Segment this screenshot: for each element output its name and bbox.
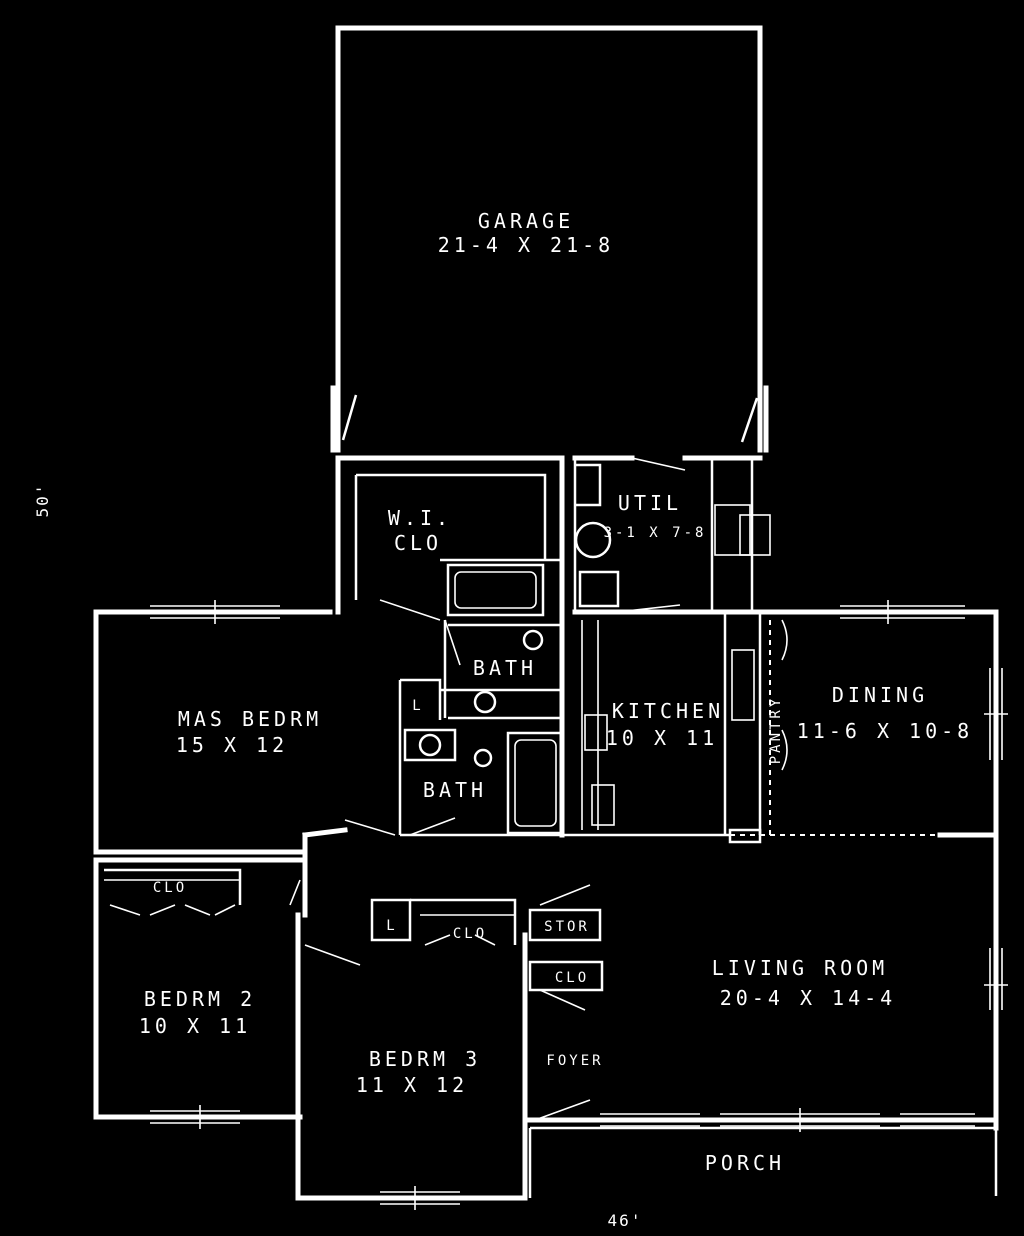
util-label: UTIL: [618, 491, 682, 515]
bath-2: [344, 678, 565, 837]
stor-label: STOR: [544, 919, 590, 935]
foyer-label: FOYER: [546, 1053, 603, 1069]
width-dimension: 46': [608, 1211, 643, 1230]
linen-mas-label: L: [412, 698, 423, 714]
garage: [330, 25, 769, 453]
kitchen-label: KITCHEN: [612, 699, 724, 723]
porch-label: PORCH: [705, 1151, 785, 1175]
bedrm-2-label: BEDRM 2: [144, 987, 256, 1011]
bath-1-label: BATH: [473, 656, 537, 680]
dining-label: DINING: [832, 683, 928, 707]
clo-bed2-label: CLO: [153, 880, 187, 896]
closets: [104, 868, 604, 1121]
garage-size: 21-4 X 21-8: [438, 233, 614, 257]
living-room-label: LIVING ROOM: [712, 956, 888, 980]
bedrm-2-size: 10 X 11: [139, 1014, 251, 1038]
garage-label: GARAGE: [478, 209, 574, 233]
clo-foyer-label: CLO: [555, 970, 589, 986]
utility: [572, 457, 688, 615]
wic-label: W.I.: [388, 506, 452, 530]
bedrm-3-size: 11 X 12: [356, 1073, 468, 1097]
util-size: 3-1 X 7-8: [604, 525, 707, 541]
mas-bedrm-size: 15 X 12: [176, 733, 288, 757]
clo-bed3-label: CLO: [453, 926, 487, 942]
depth-dimension: 50': [33, 483, 52, 518]
bath-2-label: BATH: [423, 778, 487, 802]
windows: [150, 600, 1008, 1210]
pantry-label: PANTRY: [768, 696, 784, 765]
kitchen-size: 10 X 11: [606, 726, 718, 750]
linen-bed3-label: L: [386, 918, 397, 934]
mas-bedrm-label: MAS BEDRM: [178, 707, 322, 731]
bath-1: [440, 563, 562, 720]
dining-size: 11-6 X 10-8: [797, 719, 973, 743]
wic-sub-label: CLO: [394, 531, 442, 555]
bedrm-3-label: BEDRM 3: [369, 1047, 481, 1071]
kitchen-cabinets: [581, 458, 788, 835]
exterior-walls: [93, 455, 999, 1201]
labels: GARAGE 21-4 X 21-8 W.I. CLO UTIL 3-1 X 7…: [33, 209, 973, 1230]
interior-partitions: [562, 828, 999, 844]
living-room-size: 20-4 X 14-4: [720, 986, 896, 1010]
